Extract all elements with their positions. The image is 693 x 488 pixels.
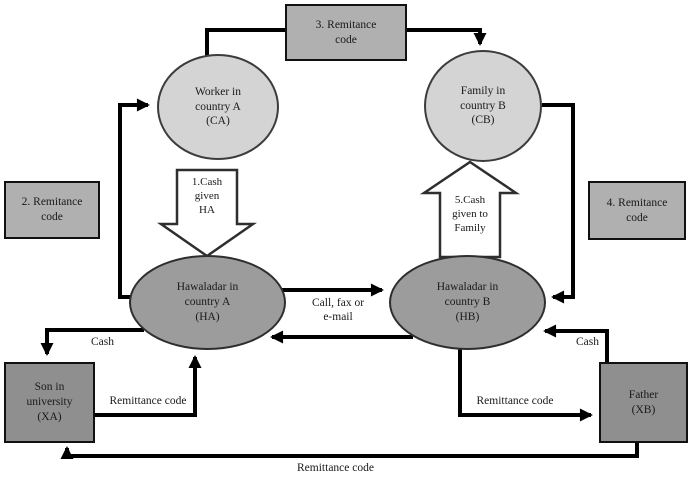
ellipse-family-country-b: Family in country B (CB) (424, 50, 542, 162)
box-remitance-code-4: 4. Remitance code (588, 181, 686, 240)
label-remittance-code-left: Remittance code (109, 395, 187, 407)
label-remittance-code-right: Remittance code (476, 395, 554, 407)
label-cash-given-to-family: 5.Cash given to Family (452, 194, 488, 234)
label-remittance-code-bottom: Remittance code (297, 462, 374, 474)
box-remitance-code-3: 3. Remitance code (285, 4, 407, 61)
ellipse-hawaladar-country-a: Hawaladar in country A (HA) (129, 255, 286, 350)
connector-ha-to-son-cash (40, 328, 144, 356)
connector-code3-to-family (407, 28, 487, 46)
label-cash-given-ha: 1.Cash given HA (191, 176, 223, 216)
ellipse-hawaladar-country-b: Hawaladar in country B (HB) (389, 255, 546, 350)
connector-worker-to-code3 (205, 28, 287, 57)
big-down-arrow-cash-to-ha (157, 168, 257, 258)
label-cash-right: Cash (576, 336, 599, 348)
connector-son-to-ha-code (95, 355, 202, 417)
connector-hb-to-father-code (458, 348, 593, 422)
box-father: Father (XB) (599, 362, 688, 443)
box-son-in-university: Son in university (XA) (4, 362, 95, 443)
connector-ha-to-worker (118, 98, 150, 299)
box-remitance-code-2: 2. Remitance code (4, 181, 100, 239)
connector-father-to-son-code (60, 443, 639, 460)
ellipse-worker-country-a: Worker in country A (CA) (157, 54, 279, 160)
label-cash-left: Cash (91, 336, 114, 348)
connector-father-to-hb-cash (543, 324, 609, 362)
connector-family-to-hb (542, 103, 575, 304)
label-call-fax-email: Call, fax or e-mail (311, 297, 365, 323)
